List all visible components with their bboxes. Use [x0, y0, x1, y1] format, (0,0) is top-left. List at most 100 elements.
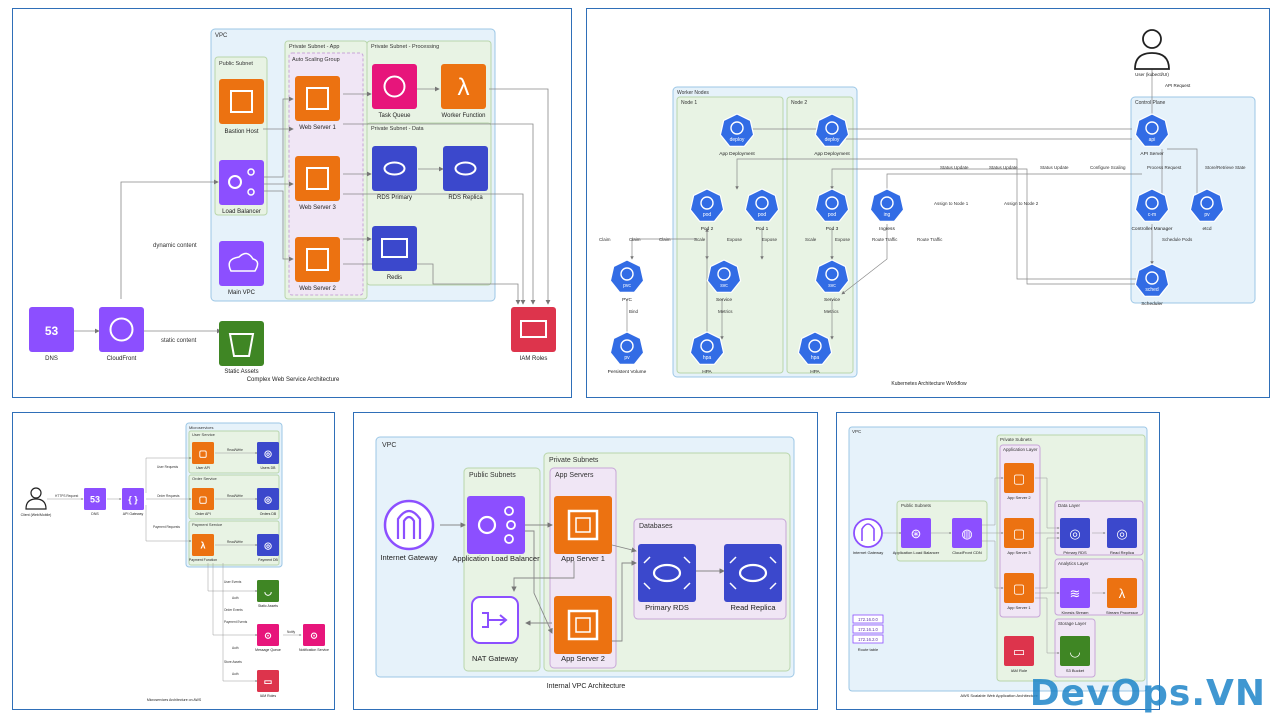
pod-1-icon-glyph: pod [758, 212, 767, 218]
kubernetes-title: Kubernetes Architecture Workflow [891, 381, 967, 387]
application-load-balancer-icon[interactable]: Application Load Balancer [452, 496, 540, 563]
main-vpc-icon[interactable]: Main VPC [219, 241, 264, 296]
edge-status-3: Status Update [1040, 165, 1069, 170]
static-assets-icon[interactable]: ◡Static Assets [257, 580, 279, 608]
app-server-3-icon[interactable]: ▢App Server 3 [1004, 518, 1034, 555]
persistent-volume-label: Persistent Volume [608, 369, 647, 375]
edge-rw-3: Read/Write [227, 540, 243, 544]
load-balancer-icon[interactable]: Load Balancer [219, 160, 264, 215]
app-layer-label: Application Layer [1003, 447, 1038, 452]
svg-text:◎: ◎ [1069, 526, 1080, 541]
internet-gateway-icon[interactable]: Internet Gateway [380, 499, 438, 562]
message-queue-icon[interactable]: ⊙Message Queue [255, 624, 281, 652]
alb-icon[interactable]: ⊛Application Load Balancer [893, 518, 940, 555]
primary-rds-icon[interactable]: ◎Primary RDS [1060, 518, 1090, 555]
edge-order-req: Order Requests [157, 494, 180, 498]
cloudfront-icon[interactable]: CloudFront [99, 307, 144, 362]
web-server-2-icon[interactable]: Web Server 2 [295, 237, 340, 292]
edge-assign1: Assign to Node 1 [934, 201, 969, 206]
worker-function-icon[interactable]: λ Worker Function [441, 64, 486, 119]
static-assets-icon[interactable]: Static Assets [219, 321, 264, 375]
dns-label: DNS [91, 512, 99, 516]
static-assets-label: Static Assets [224, 369, 258, 375]
client-user-icon[interactable]: Client (Web/Mobile) [21, 487, 52, 517]
client-label: Client (Web/Mobile) [21, 513, 52, 517]
edge-user-events: User Events [224, 580, 242, 584]
web-server-3-icon[interactable]: Web Server 3 [295, 156, 340, 211]
edge-expose-2: Expose [762, 237, 778, 242]
route-ip-1: 172.16.1.0 [858, 627, 878, 632]
read-replica-icon[interactable]: Read Replica [724, 544, 782, 612]
order-api-icon[interactable]: ▢Order API [192, 488, 214, 516]
kinesis-stream-icon[interactable]: ≋Kinesis Stream [1060, 578, 1090, 615]
bastion-host-icon[interactable]: Bastion Host [219, 79, 264, 135]
read-replica-icon[interactable]: ◎Read Replica [1107, 518, 1137, 555]
rds-replica-icon[interactable]: RDS Replica [443, 146, 488, 201]
cloudfront-cdn-icon[interactable]: ◍CloudFront CDN [952, 518, 982, 555]
task-queue-icon[interactable]: Task Queue [372, 64, 417, 119]
edge-route-1: Route Traffic [872, 237, 898, 242]
s3-bucket-icon[interactable]: ◡S3 Bucket [1060, 636, 1090, 673]
edge-https: HTTPS Request [55, 494, 78, 498]
web-server-1-icon[interactable]: Web Server 1 [295, 76, 340, 131]
route-table-icon[interactable]: 172.16.0.0 172.16.1.0 172.16.2.0 Route t… [852, 614, 884, 652]
nat-gateway-label: NAT Gateway [472, 654, 518, 663]
internal-vpc-edges [440, 522, 725, 642]
private-app-label: Private Subnet - App [289, 44, 339, 50]
primary-rds-icon[interactable]: Primary RDS [638, 544, 696, 612]
notification-service-icon[interactable]: ⊙Notification Service [299, 624, 329, 652]
svg-text:53: 53 [45, 324, 59, 338]
edge-claim-1: Claim [599, 237, 611, 242]
users-db-label: Users DB [261, 466, 277, 470]
redis-icon[interactable]: Redis [372, 226, 417, 281]
nat-gateway-icon[interactable]: NAT Gateway [471, 596, 519, 663]
rds-primary-icon[interactable]: RDS Primary [372, 146, 417, 201]
orders-db-icon[interactable]: ◎Orders DB [257, 488, 279, 516]
user-icon[interactable]: User (kubectl/UI) [1134, 29, 1170, 77]
app-server-2-icon[interactable]: ▢App Server 2 [1004, 463, 1034, 500]
api-server-icon-glyph: api [1149, 137, 1156, 143]
api-gateway-icon[interactable]: { }API Gateway [122, 488, 144, 516]
iam-role-icon[interactable]: ▭IAM Role [1004, 636, 1034, 673]
pvc-label: PVC [622, 297, 632, 303]
user-api-icon[interactable]: ▢User API [192, 442, 214, 470]
dns-icon[interactable]: 53 DNS [29, 307, 74, 362]
iam-roles-icon[interactable]: IAM Roles [511, 307, 556, 362]
iam-roles-icon[interactable]: ▭IAM Roles [257, 670, 279, 698]
etcd-icon-glyph: pv [1204, 212, 1210, 218]
igw-label: Internet Gateway [853, 550, 883, 555]
edge-configure: Configure Scaling [1090, 165, 1126, 170]
edge-static-label: static content [161, 338, 197, 344]
users-db-icon[interactable]: ◎Users DB [257, 442, 279, 470]
app-server-1-icon[interactable]: ▢App Server 1 [1004, 573, 1034, 610]
app-server-1-icon[interactable]: App Server 1 [554, 496, 612, 563]
scalable-web-edges [882, 477, 1106, 654]
app-server-2-icon[interactable]: App Server 2 [554, 596, 612, 663]
scheduler-label: Scheduler [1141, 301, 1163, 307]
app-server-2-label: App Server 2 [561, 654, 605, 663]
igw-icon[interactable]: Internet Gateway [853, 518, 883, 555]
edge-sched-node1 [735, 158, 1137, 280]
payment-db-icon[interactable]: ◎Payment DB [257, 534, 279, 562]
read-replica-label: Read Replica [1110, 550, 1135, 555]
